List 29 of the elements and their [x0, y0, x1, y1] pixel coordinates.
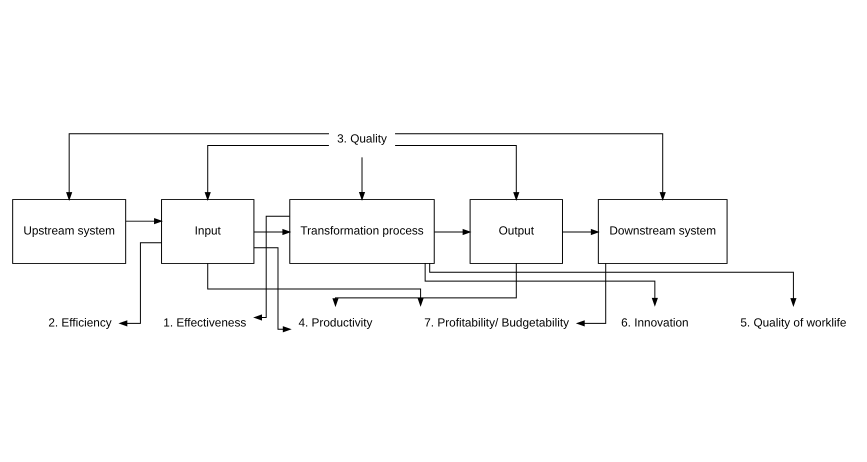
- arrow: [394, 144, 520, 200]
- node-text: 6. Innovation: [621, 316, 689, 329]
- node-text: 1. Effectiveness: [163, 316, 246, 329]
- node-text: 7. Profitability/ Budgetability: [424, 316, 570, 329]
- arrow: [66, 132, 330, 200]
- arrow: [254, 246, 292, 332]
- arrow: [434, 228, 472, 235]
- arrow: [125, 218, 163, 224]
- node-text: 4. Productivity: [298, 316, 372, 329]
- arrow: [118, 242, 162, 326]
- node-text: 5. Quality of worklife: [740, 316, 846, 329]
- node-box: Output: [470, 198, 563, 264]
- node-box: Upstream system: [12, 198, 126, 264]
- arrow: [358, 156, 366, 200]
- arrow: [576, 262, 606, 326]
- arrow: [424, 262, 658, 306]
- arrow: [207, 262, 424, 306]
- node-box: Transformation process: [289, 198, 435, 264]
- node-box: Downstream system: [598, 198, 728, 264]
- arrow: [562, 228, 600, 235]
- arrow: [253, 215, 290, 320]
- arrow: [204, 144, 330, 200]
- node-box: Input: [161, 198, 254, 264]
- arrow: [429, 262, 796, 306]
- arrow: [332, 262, 517, 307]
- arrow: [394, 132, 666, 200]
- arrow: [254, 228, 292, 235]
- node-text: 2. Efficiency: [48, 316, 112, 329]
- node-text: 3. Quality: [337, 132, 387, 146]
